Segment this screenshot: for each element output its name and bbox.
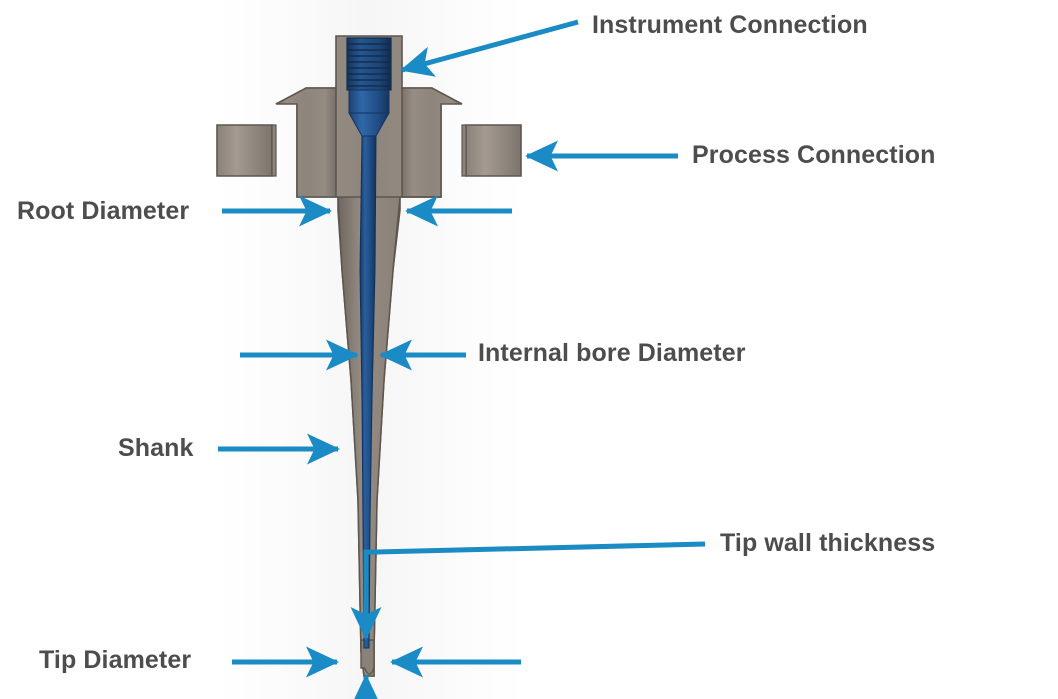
bore-collar bbox=[348, 89, 390, 114]
bore-channel bbox=[359, 135, 377, 649]
callout-arrows bbox=[218, 19, 706, 699]
label-instrument-connection: Instrument Connection bbox=[592, 11, 868, 39]
internal-bore-blue bbox=[346, 37, 392, 649]
hex-shoulder-right bbox=[461, 124, 467, 177]
label-process-connection: Process Connection bbox=[692, 141, 936, 169]
hex-shoulder-left bbox=[271, 124, 277, 177]
instrument-connection-thread-block bbox=[346, 37, 392, 91]
process-connection-flange-left bbox=[216, 124, 273, 177]
process-connection-flange-right bbox=[465, 124, 522, 177]
arrow-tip-wall-thickness-leader bbox=[377, 541, 706, 555]
arrow-instrument-connection bbox=[400, 19, 579, 77]
thread-lines bbox=[348, 43, 390, 87]
hex-body-left-block bbox=[275, 87, 337, 198]
label-tip-diameter: Tip Diameter bbox=[39, 646, 192, 674]
label-tip-wall-thickness: Tip wall thickness bbox=[720, 529, 936, 557]
label-internal-bore-diameter: Internal bore Diameter bbox=[478, 339, 746, 367]
label-shank: Shank bbox=[118, 434, 194, 462]
label-root-diameter: Root Diameter bbox=[17, 197, 190, 225]
arrow-tip-wall-thickness-elbow bbox=[350, 549, 382, 641]
